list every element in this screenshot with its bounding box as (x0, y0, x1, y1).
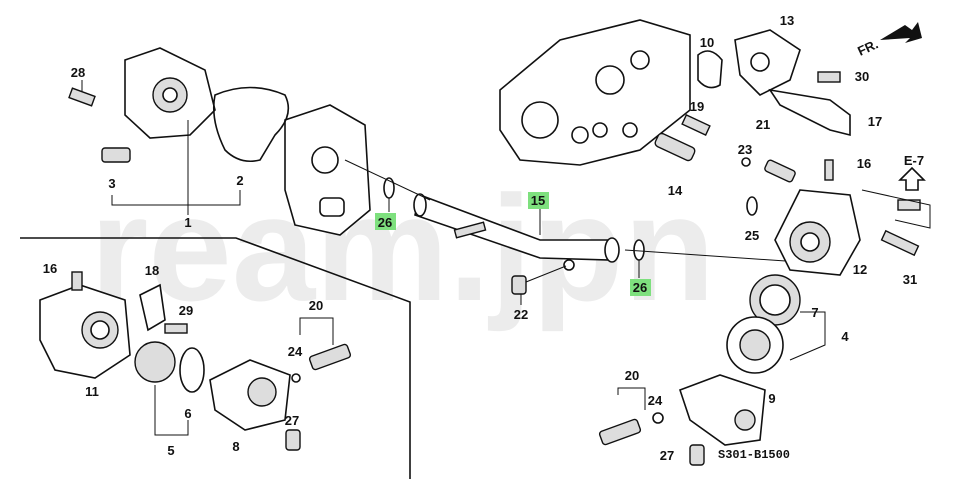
callout: 8 (232, 439, 239, 454)
bolt-31 (880, 229, 920, 257)
callout: 24 (288, 344, 303, 359)
bolt-27a (285, 429, 301, 451)
sensor-19 (681, 114, 711, 136)
callout: 1 (184, 215, 191, 230)
callout: 19 (690, 99, 704, 114)
callout: 29 (179, 303, 193, 318)
callout-highlighted: 26 (378, 215, 392, 230)
ref-label: E-7 (904, 153, 924, 168)
bolt-30 (817, 71, 841, 83)
sensor-20a (308, 343, 352, 371)
callout: 27 (285, 413, 299, 428)
callout: 4 (841, 329, 849, 344)
callout: 17 (868, 114, 882, 129)
bolt-27b (689, 444, 705, 466)
callout: 7 (811, 305, 818, 320)
bolt-22 (511, 275, 527, 295)
engine-block-front (284, 104, 371, 236)
pump-gasket (212, 86, 290, 163)
diagram-code: S301-B1500 (718, 448, 790, 462)
bracket-17 (768, 88, 851, 137)
callout: 13 (780, 13, 794, 28)
callout: 2 (236, 173, 243, 188)
callout: 18 (145, 263, 159, 278)
switch-21 (764, 159, 796, 183)
callout: 14 (668, 183, 683, 198)
water-pump (124, 47, 216, 139)
sensor-20b (598, 418, 642, 446)
callout: 5 (167, 443, 174, 458)
callout: 28 (71, 65, 85, 80)
thermostat-5 (134, 341, 176, 383)
callout: 10 (700, 35, 714, 50)
arrow-up-icon (898, 166, 926, 191)
callout: 20 (309, 298, 323, 313)
bolt-29 (164, 323, 188, 334)
callout: 30 (855, 69, 869, 84)
pipe-14 (654, 132, 696, 162)
sensor-16b (71, 271, 83, 291)
callout-highlighted: 15 (531, 193, 545, 208)
direction-label: FR. (855, 36, 880, 58)
callout: 9 (768, 391, 775, 406)
pipe-end (604, 237, 620, 263)
callout: 23 (738, 142, 752, 157)
callout: 22 (514, 307, 528, 322)
callout: 21 (756, 117, 770, 132)
callout: 27 (660, 448, 674, 463)
section-divider (20, 237, 411, 479)
front-arrow-icon (880, 22, 922, 43)
part-3 (101, 147, 131, 163)
gasket-10 (697, 50, 723, 89)
callout: 12 (853, 262, 867, 277)
bracket-18 (139, 283, 166, 332)
bolt-e7 (897, 199, 921, 211)
gasket-6 (179, 347, 205, 393)
callout: 31 (903, 272, 917, 287)
callout: 11 (85, 384, 99, 399)
outlet-9 (678, 374, 766, 446)
callout-labels: 28 1 2 3 26 15 22 26 10 13 30 17 19 21 2… (43, 13, 924, 463)
callout-highlighted: 26 (633, 280, 647, 295)
engine-block-rear (499, 19, 691, 166)
callout: 6 (184, 406, 191, 421)
callout: 16 (857, 156, 871, 171)
callout: 25 (745, 228, 759, 243)
bolt-28 (68, 87, 96, 107)
o-ring-26b (633, 239, 645, 261)
callout: 3 (108, 176, 115, 191)
callout: 16 (43, 261, 57, 276)
callout: 24 (648, 393, 663, 408)
callout: 20 (625, 368, 639, 383)
